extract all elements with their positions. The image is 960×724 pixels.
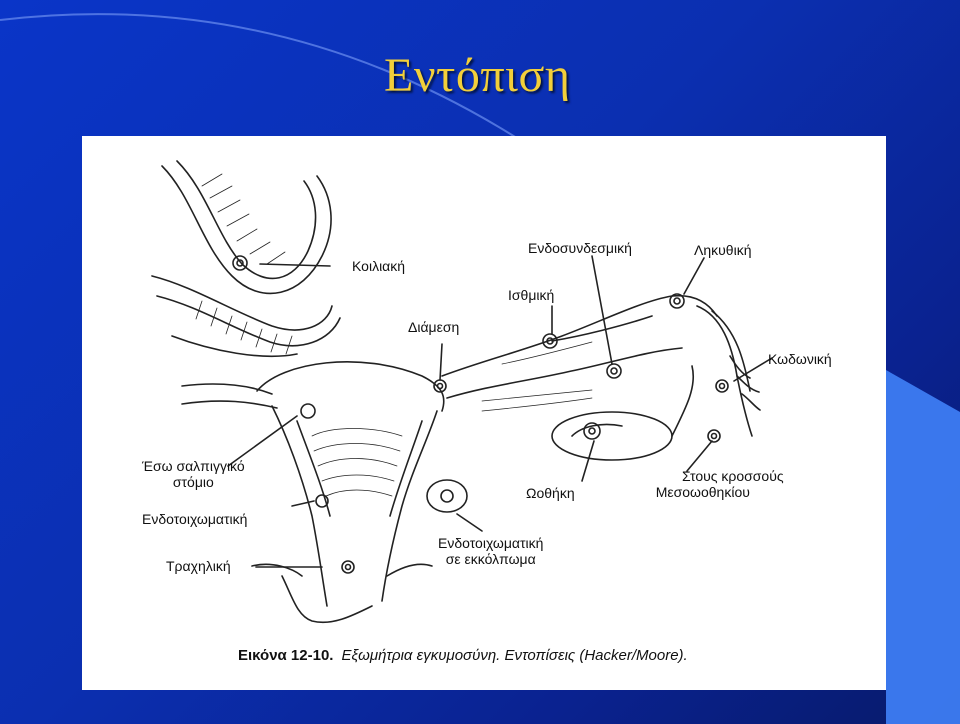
slide-title: Εντόπιση — [384, 49, 571, 102]
label-diverticulum-line2: σε εκκόλπωμα — [445, 551, 536, 567]
label-diverticulum: Ενδοτοιχωματική σε εκκόλπωμα — [438, 535, 543, 567]
figure-panel: Κοιλιακή Ενδοσυνδεσμική Ληκυθική Ισθμική… — [82, 136, 886, 690]
label-ampullary: Ληκυθική — [694, 242, 752, 258]
figure-caption-number: Εικόνα 12-10. — [238, 647, 334, 664]
label-isthmic: Ισθμική — [508, 287, 555, 303]
label-intraligamentary: Ενδοσυνδεσμική — [528, 240, 632, 256]
label-mesovarian-line1: Στους κροσσούς — [682, 468, 784, 484]
label-internal-os-line1: Έσω σαλπιγγικό — [142, 458, 245, 474]
figure-caption-text: Εξωμήτρια εγκυμοσύνη. Εντοπίσεις (Hacker… — [341, 647, 688, 664]
label-internal-os: Έσω σαλπιγγικό στόμιο — [142, 458, 245, 490]
anatomy-drawing — [151, 160, 773, 624]
label-fimbrial: Κωδωνική — [768, 351, 832, 367]
label-diverticulum-line1: Ενδοτοιχωματική — [438, 535, 544, 551]
label-ovarian: Ωοθήκη — [526, 485, 575, 501]
label-internal-os-line2: στόμιο — [172, 474, 214, 490]
label-mesovarian: Στους κροσσούς Μεσοωοθηκίου — [622, 468, 784, 500]
label-abdominal: Κοιλιακή — [352, 258, 406, 274]
label-cervical: Τραχηλική — [166, 558, 231, 574]
label-mesovarian-line2: Μεσοωοθηκίου — [655, 484, 750, 500]
label-interstitial: Διάμεση — [408, 319, 460, 335]
figure-caption: Εικόνα 12-10. Εξωμήτρια εγκυμοσύνη. Εντοπ… — [238, 647, 688, 664]
label-intramural: Ενδοτοιχωματική — [142, 511, 248, 527]
